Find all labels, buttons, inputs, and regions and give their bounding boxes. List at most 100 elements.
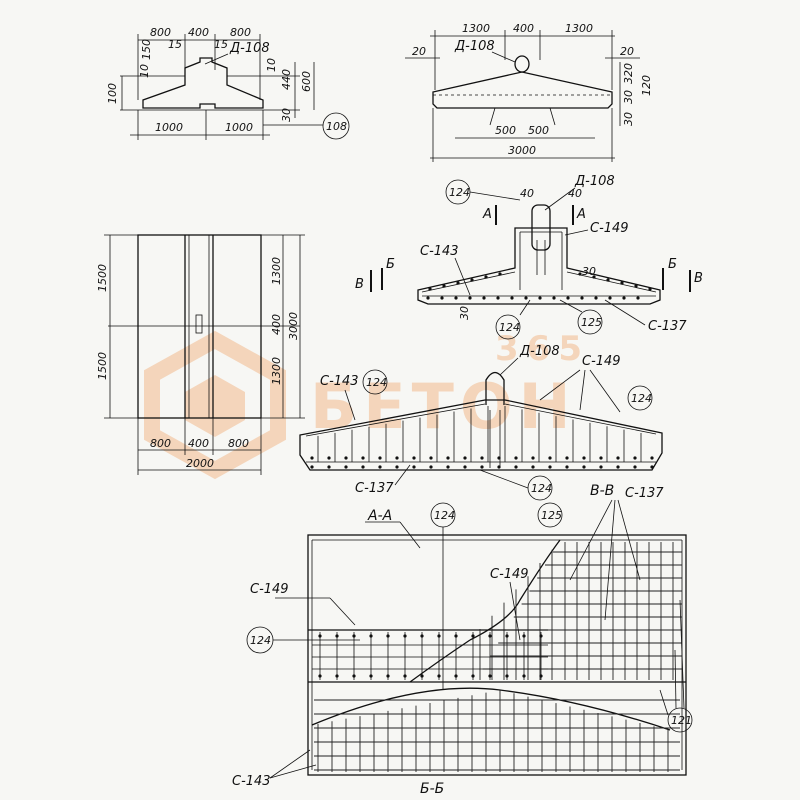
rebar-label: С-143 <box>232 774 271 789</box>
dim-label: 40 <box>520 187 534 200</box>
rebar-dot <box>446 465 450 469</box>
rebar-label: С-137 <box>625 486 664 501</box>
dim-label: 15 <box>168 38 182 51</box>
callout-label: 124 <box>449 186 470 199</box>
callout-label: 121 <box>671 714 692 727</box>
part-label: Д-108 <box>574 174 615 189</box>
rebar-dot <box>496 296 500 300</box>
dim-label: 1500 <box>96 352 109 380</box>
callout-label: 108 <box>326 120 347 133</box>
rebar-label: С-143 <box>320 374 359 389</box>
rebar-dot <box>510 296 514 300</box>
rebar-dot <box>454 634 458 638</box>
rebar-dot <box>386 634 390 638</box>
rebar-dot <box>463 465 467 469</box>
watermark-logo-icon <box>144 330 286 480</box>
rebar-dot <box>437 634 441 638</box>
rebar-dot <box>471 674 475 678</box>
cut-mark-label: Б <box>386 257 395 272</box>
dim-label: 1300 <box>270 357 283 385</box>
rebar-dot <box>580 296 584 300</box>
dim-label: 400 <box>188 26 209 39</box>
callout-label: 125 <box>581 316 602 329</box>
rebar-dot <box>369 674 373 678</box>
dim-label: 1000 <box>225 121 253 134</box>
rebar-dot <box>505 674 509 678</box>
rebar-dot <box>369 634 373 638</box>
rebar-dot <box>514 465 518 469</box>
rebar-dot <box>378 465 382 469</box>
dim-label: 30 <box>622 90 635 104</box>
rebar-dot <box>648 287 652 291</box>
dim-label: 800 <box>150 437 171 450</box>
part-label: Д-108 <box>519 344 560 359</box>
rebar-dot <box>633 465 637 469</box>
rebar-dot <box>582 456 586 460</box>
rebar-dot <box>488 634 492 638</box>
lifting-loop <box>514 55 530 73</box>
cut-mark-label: А <box>576 207 586 222</box>
rebar-dot <box>488 674 492 678</box>
dim-label: 15 <box>214 38 228 51</box>
top-left-elevation: 800 400 800 150 15 15 Д-108 10 100 10 44… <box>106 26 350 140</box>
rebar-dot <box>428 287 432 291</box>
dim-label: 30 <box>622 112 635 126</box>
callout-circle <box>667 707 693 733</box>
rebar-dot <box>539 634 543 638</box>
rebar-dot <box>484 275 488 279</box>
dim-label: 800 <box>150 26 171 39</box>
cut-mark-label: В <box>694 271 703 286</box>
rebar-label: С-149 <box>582 354 621 369</box>
rebar-dot <box>437 674 441 678</box>
rebar-label: С-149 <box>490 567 529 582</box>
rebar-dot <box>522 674 526 678</box>
dim-label: 3000 <box>508 144 536 157</box>
rebar-dot <box>327 456 331 460</box>
rebar-dot <box>310 465 314 469</box>
rebar-dot <box>318 674 322 678</box>
section-boundary <box>469 539 561 641</box>
rebar-dot <box>565 456 569 460</box>
dim-label: 800 <box>228 437 249 450</box>
rebar-dot <box>335 634 339 638</box>
callout-circle <box>495 314 521 340</box>
dim-label: 10 <box>138 64 151 78</box>
rebar-dot <box>636 296 640 300</box>
callout-label: 124 <box>434 509 455 522</box>
callout-label: 124 <box>366 376 387 389</box>
rebar-dot <box>412 465 416 469</box>
rebar-dot <box>468 296 472 300</box>
dim-label: 10 <box>265 58 278 72</box>
rebar-dot <box>582 465 586 469</box>
rebar-label: С-137 <box>648 319 687 334</box>
rebar-label: С-149 <box>590 221 629 236</box>
rebar-dot <box>634 284 638 288</box>
rebar-dot <box>524 296 528 300</box>
section-boundary <box>311 687 671 731</box>
rebar-dot <box>361 465 365 469</box>
dim-label: 320 <box>622 63 635 84</box>
rebar-dot <box>514 456 518 460</box>
rebar-dot <box>429 456 433 460</box>
cut-mark-label: Б <box>668 257 677 272</box>
callout-label: 124 <box>250 634 271 647</box>
rebar-dot <box>344 456 348 460</box>
rebar-dot <box>463 456 467 460</box>
rebar-dot <box>395 456 399 460</box>
watermark: БЕТОН 365 <box>144 329 582 480</box>
rebar-dot <box>310 456 314 460</box>
rebar-dot <box>608 296 612 300</box>
dim-label: 30 <box>582 265 596 278</box>
rebar-dot <box>442 284 446 288</box>
rebar-dot <box>426 296 430 300</box>
rebar-dot <box>592 275 596 279</box>
callout-circle <box>322 112 350 140</box>
rebar-dot <box>620 281 624 285</box>
rebar-dot <box>552 296 556 300</box>
rebar-dot <box>454 296 458 300</box>
rebar-dot <box>361 456 365 460</box>
rebar-dot <box>599 465 603 469</box>
dim-label: 500 <box>495 124 516 137</box>
rebar-dot <box>594 296 598 300</box>
rebar-dot <box>482 296 486 300</box>
